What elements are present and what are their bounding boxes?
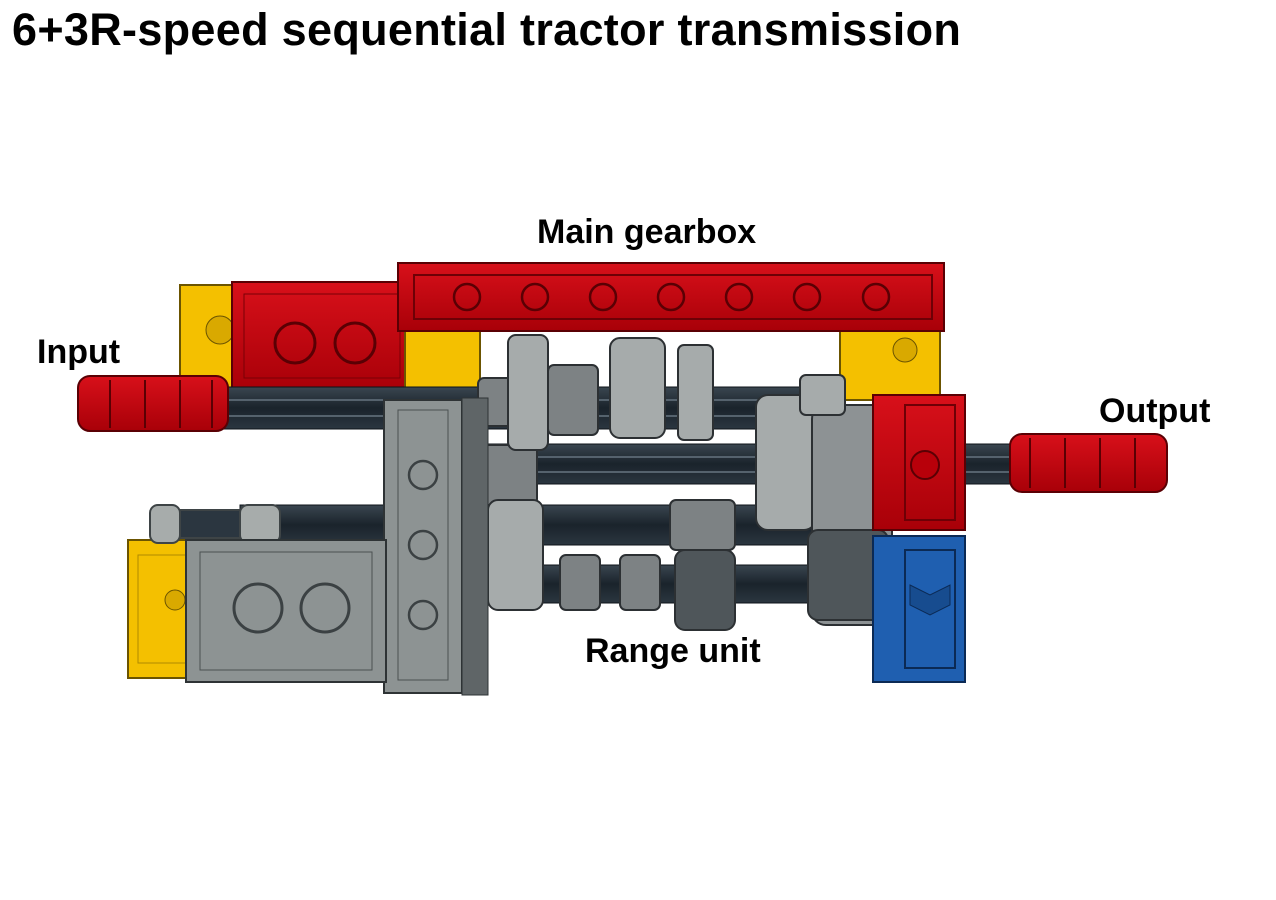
output-connector (1009, 433, 1168, 493)
label-main-gearbox: Main gearbox (537, 213, 757, 251)
gray-beam-vertical (383, 397, 489, 696)
gray-brick-bottom-left (185, 539, 387, 683)
red-brick-top-left (231, 281, 413, 391)
main-gearbox-beam (397, 262, 945, 332)
bushings-bottom-left (149, 504, 281, 544)
yellow-frame-right (839, 319, 941, 401)
input-connector (77, 375, 229, 432)
page-title: 6+3R-speed sequential tractor transmissi… (12, 4, 962, 55)
red-connector-right (872, 394, 966, 531)
label-output: Output (1099, 392, 1211, 430)
label-input: Input (37, 333, 121, 371)
blue-connector-right (872, 535, 966, 683)
label-range-unit: Range unit (585, 632, 761, 670)
